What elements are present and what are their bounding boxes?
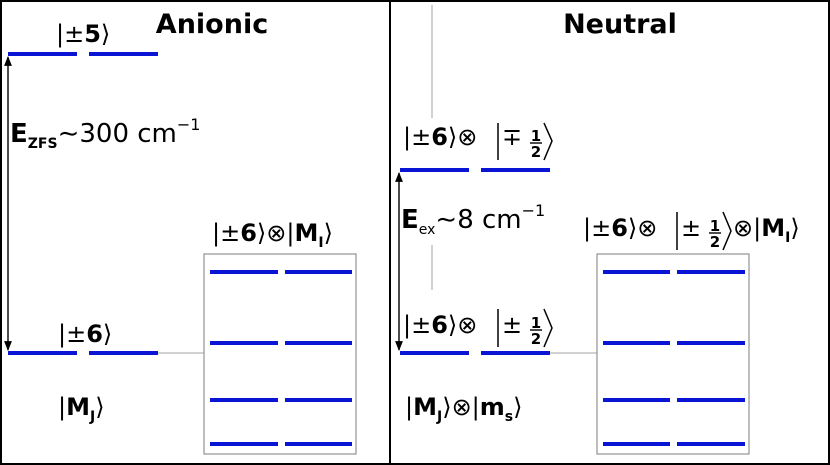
anionic-hyperfine-box <box>203 253 357 455</box>
svg-text:2: 2 <box>531 330 541 348</box>
svg-text:1: 1 <box>710 217 720 235</box>
svg-text:2: 2 <box>531 143 541 161</box>
anionic-upper-state-label: |±5⟩ <box>56 20 110 48</box>
svg-text:⊗|MI⟩: ⊗|MI⟩ <box>733 214 800 246</box>
anionic-lower-state-label: |±6⟩ <box>58 320 112 348</box>
svg-text:1: 1 <box>531 314 541 332</box>
svg-text:1: 1 <box>531 127 541 145</box>
neutral-panel: Neutral |±6⟩⊗ ∓ 1 2 Eex∼8 cm−1 |±6⟩⊗ ± 1… <box>395 5 800 455</box>
neutral-title: Neutral <box>563 9 677 40</box>
anionic-hyperfine-levels <box>210 270 352 446</box>
neutral-box-label: |±6⟩⊗ ± 1 2 ⊗|MI⟩ <box>583 211 800 251</box>
neutral-mj-ms-label: |MJ⟩⊗|ms⟩ <box>405 393 523 425</box>
neutral-hyperfine-box <box>596 253 750 455</box>
svg-text:|±6⟩⊗: |±6⟩⊗ <box>583 214 657 242</box>
anionic-mj-label: |MJ⟩ <box>58 393 105 425</box>
neutral-lower-state-label: |±6⟩⊗ ± 1 2 <box>403 308 553 348</box>
svg-text:∓: ∓ <box>502 123 522 151</box>
svg-text:±: ± <box>681 214 701 242</box>
anionic-box-label: |±6⟩⊗|MI⟩ <box>212 219 333 251</box>
svg-text:|±6⟩⊗: |±6⟩⊗ <box>403 123 477 151</box>
neutral-upper-state-label: |±6⟩⊗ ∓ 1 2 <box>403 122 553 161</box>
svg-text:|±6⟩⊗: |±6⟩⊗ <box>403 311 477 339</box>
anionic-panel: Anionic |±5⟩ EZFS∼300 cm−1 |±6⟩ |MJ⟩ |±6… <box>4 9 357 455</box>
svg-text:2: 2 <box>710 233 720 251</box>
exchange-energy-label: Eex∼8 cm−1 <box>401 201 545 238</box>
zfs-energy-label: EZFS∼300 cm−1 <box>10 115 200 152</box>
anionic-title: Anionic <box>156 9 268 40</box>
neutral-hyperfine-levels <box>603 270 745 446</box>
svg-text:±: ± <box>502 311 522 339</box>
